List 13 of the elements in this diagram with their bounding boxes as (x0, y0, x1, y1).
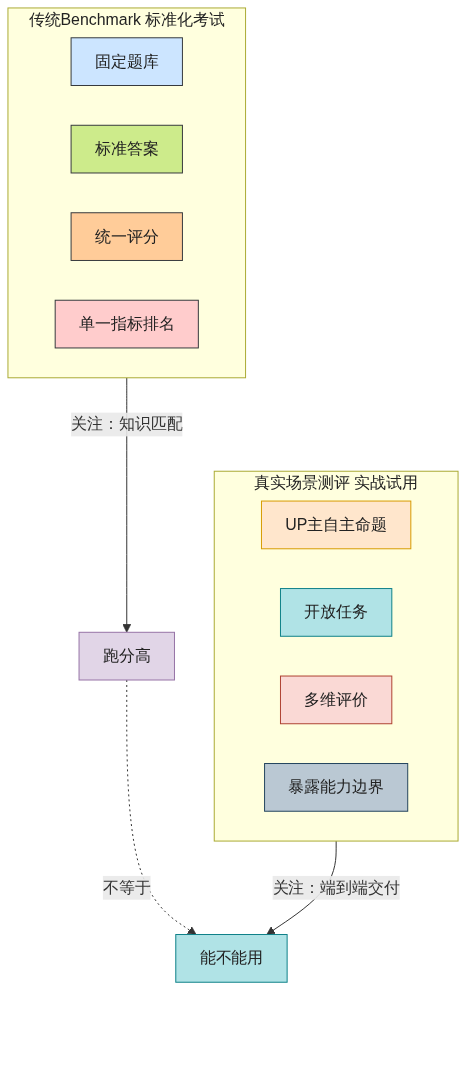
node-box: 能不能用 (175, 934, 288, 983)
node-box: 多维评价 (279, 675, 393, 725)
node-box: 统一评分 (70, 212, 183, 261)
node-box: 固定题库 (70, 37, 183, 86)
edge-label: 不等于 (102, 878, 151, 896)
node-box: 开放任务 (279, 588, 393, 637)
edge-label: 关注：知识匹配 (71, 415, 183, 433)
node-box: 跑分高 (78, 631, 175, 681)
edge-label: 关注：端到端交付 (272, 878, 400, 896)
node-box: 暴露能力边界 (264, 763, 409, 812)
node-box: UP主自主命题 (260, 500, 412, 550)
node-box: 单一指标排名 (54, 299, 199, 349)
node-box: 标准答案 (70, 124, 183, 174)
